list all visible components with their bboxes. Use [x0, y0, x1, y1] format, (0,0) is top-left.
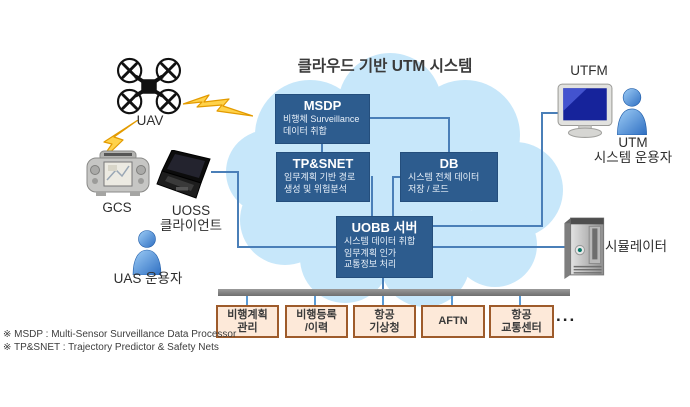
connector-uoss-v	[237, 171, 239, 248]
gcs-device-icon	[86, 150, 150, 196]
uobb-title: UOBB 서버	[351, 220, 418, 235]
bus-tick	[382, 296, 384, 305]
bus-tick	[451, 296, 453, 305]
external-box-flight-plan: 비행계획 관리	[216, 305, 279, 338]
uoss-client-label: 클라이언트	[159, 218, 223, 233]
connector-uobb-utfm-v	[541, 112, 543, 227]
db-line2: 저장 / 로드	[408, 183, 449, 194]
uoss-label: UOSS	[171, 203, 211, 218]
bus-tick	[519, 296, 521, 305]
utm-operator-label2: 시스템 운용자	[593, 150, 673, 165]
utfm-label: UTFM	[570, 63, 608, 78]
ext-line: 항공	[374, 308, 395, 321]
msdp-title: MSDP	[303, 98, 342, 113]
uobb-line3: 교통정보 처리	[344, 259, 397, 269]
connector-db-uobb-v	[392, 176, 394, 217]
more-systems-ellipsis: ...	[556, 306, 577, 325]
external-box-aviation-weather: 항공 기상청	[353, 305, 416, 338]
person-icon	[132, 230, 162, 275]
integration-bus-bar	[218, 289, 570, 296]
uav-drone-icon	[116, 57, 182, 115]
connector-tpsnet-uobb	[371, 176, 373, 217]
tpsnet-line1: 임무계획 기반 경로	[284, 172, 356, 182]
footnote-tpsnet: ※ TP&SNET : Trajectory Predictor & Safet…	[3, 342, 219, 353]
connector-uobb-utfm-h	[433, 225, 543, 227]
ext-line: 비행등록	[296, 308, 337, 321]
tpsnet-line2: 생성 및 위험분석	[284, 183, 347, 194]
external-box-flight-registration: 비행등록 /이력	[285, 305, 348, 338]
ext-line: 항공	[511, 308, 532, 321]
server-tower-icon	[564, 217, 605, 279]
person-icon	[617, 88, 647, 135]
uav-label: UAV	[136, 113, 164, 128]
uas-operator-label: UAS 운용자	[113, 271, 183, 286]
db-title: DB	[439, 156, 459, 171]
ext-line: 기상청	[369, 321, 400, 334]
external-box-aftn: AFTN	[421, 305, 485, 338]
bus-tick	[246, 296, 248, 305]
external-box-air-traffic-center: 항공 교통센터	[489, 305, 554, 338]
laptop-icon	[156, 150, 211, 199]
connector-utfm-stub	[541, 112, 567, 114]
connector-uobb-simulator	[433, 246, 565, 248]
connector-msdp-db-h	[370, 117, 450, 119]
db-line1: 시스템 전체 데이터	[408, 172, 480, 182]
simulator-label: 시뮬레이터	[605, 239, 668, 254]
ext-line: /이력	[304, 321, 329, 334]
ext-line: 교통센터	[501, 321, 542, 334]
ext-line: 관리	[237, 321, 258, 334]
connector-msdp-db-v	[448, 117, 450, 153]
tpsnet-box: TP&SNET 임무계획 기반 경로 생성 및 위험분석	[276, 152, 370, 202]
tpsnet-title: TP&SNET	[292, 156, 354, 171]
ext-line: AFTN	[438, 315, 468, 327]
monitor-icon	[557, 83, 613, 138]
msdp-box: MSDP 비행체 Surveillance 데이터 취합	[275, 94, 370, 144]
connector-uoss-uobb	[237, 246, 337, 248]
lightning-bolt-icon	[183, 94, 253, 117]
bus-tick	[314, 296, 316, 305]
footnote-msdp: ※ MSDP : Multi-Sensor Surveillance Data …	[3, 329, 237, 340]
gcs-label: GCS	[102, 200, 132, 215]
db-box: DB 시스템 전체 데이터 저장 / 로드	[400, 152, 498, 202]
utm-operator-label1: UTM	[618, 135, 648, 150]
msdp-line1: 비행체 Surveillance	[283, 114, 360, 124]
msdp-line2: 데이터 취합	[283, 125, 327, 136]
diagram-title: 클라우드 기반 UTM 시스템	[297, 58, 473, 75]
connector-uoss-h1	[211, 171, 239, 173]
ext-line: 비행계획	[227, 308, 268, 321]
uobb-line1: 시스템 데이터 취합	[344, 236, 416, 246]
uobb-line2: 임무계획 인가	[344, 247, 397, 258]
uobb-server-box: UOBB 서버 시스템 데이터 취합 임무계획 인가 교통정보 처리	[336, 216, 433, 278]
